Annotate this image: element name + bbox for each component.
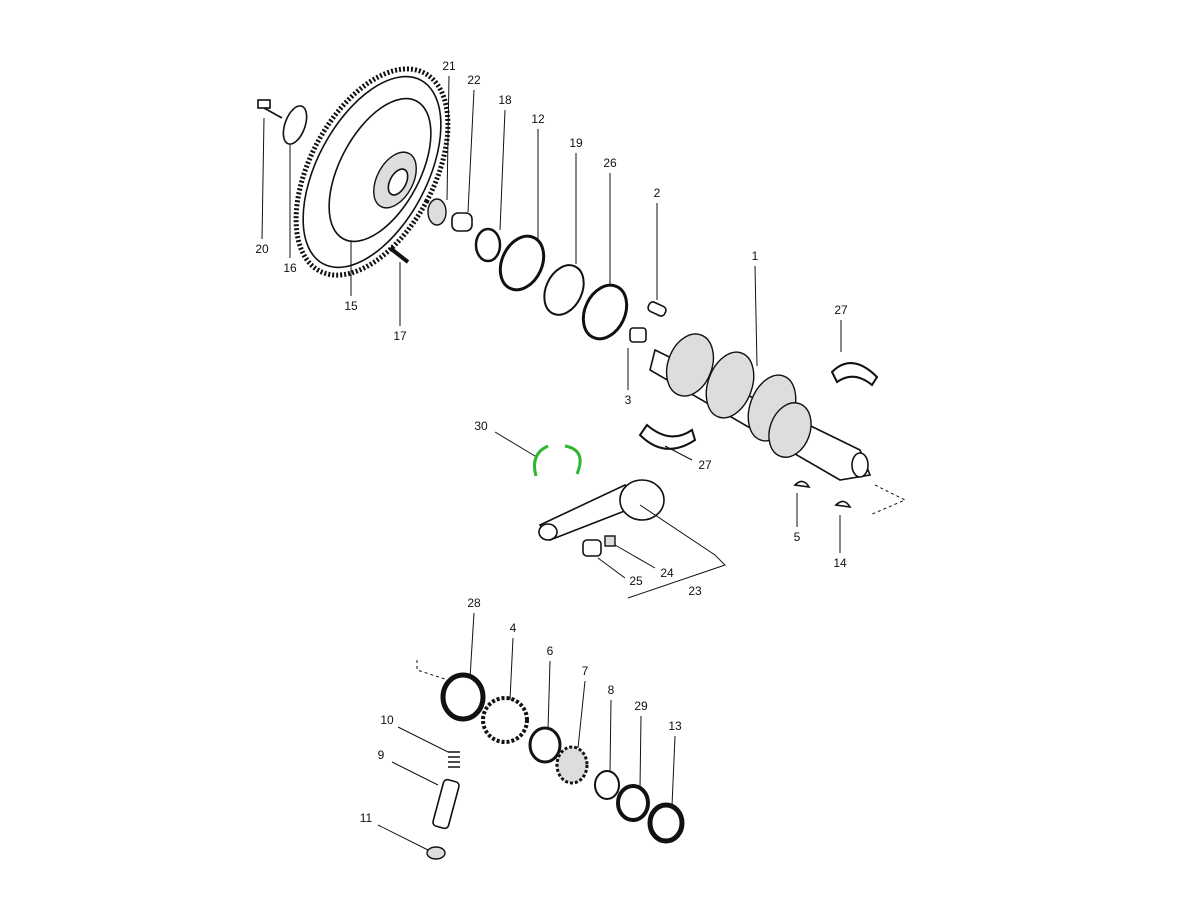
lock-plate-part[interactable] xyxy=(279,103,311,147)
part-label: 25 xyxy=(629,574,643,588)
dowel-part[interactable] xyxy=(647,301,668,318)
woodruff-key-part[interactable] xyxy=(793,480,811,489)
o-ring-part[interactable] xyxy=(474,227,502,263)
needle-bearing-part[interactable] xyxy=(427,198,447,226)
part-label: 19 xyxy=(569,136,583,150)
part-label: 15 xyxy=(344,299,358,313)
flywheel-part[interactable] xyxy=(265,44,480,300)
part-label: 13 xyxy=(668,719,682,733)
part-label: 23 xyxy=(688,584,702,598)
pulley-seal-part[interactable] xyxy=(647,802,685,844)
part-label: 8 xyxy=(607,683,615,697)
spring-part[interactable] xyxy=(448,751,460,768)
part-label: 1 xyxy=(751,249,759,263)
part-label: 12 xyxy=(531,112,545,126)
part-label: 9 xyxy=(377,748,385,762)
bearing-shell-upper-part[interactable] xyxy=(830,362,879,387)
part-label: 29 xyxy=(634,699,648,713)
circlip-part[interactable] xyxy=(594,770,620,800)
spacer-part[interactable] xyxy=(528,726,562,764)
drive-shaft-part[interactable] xyxy=(432,778,460,830)
part-label: 2 xyxy=(653,186,661,200)
part-label: 30 xyxy=(474,419,488,433)
connecting-rod-bearing-part[interactable] xyxy=(533,444,582,477)
part-label: 6 xyxy=(546,644,554,658)
part-label: 20 xyxy=(255,242,269,256)
part-label: 24 xyxy=(660,566,674,580)
oil-thrower-part[interactable] xyxy=(616,784,650,822)
distributor-gear-part[interactable] xyxy=(555,745,589,785)
part-label: 18 xyxy=(498,93,512,107)
part-label: 21 xyxy=(442,59,456,73)
part-label: 27 xyxy=(698,458,712,472)
woodruff-key-2-part[interactable] xyxy=(834,500,852,509)
crankshaft-part[interactable] xyxy=(649,327,872,481)
part-label: 16 xyxy=(283,261,297,275)
part-label: 3 xyxy=(624,393,632,407)
part-label: 26 xyxy=(603,156,617,170)
leader-lines xyxy=(261,75,907,851)
part-label: 4 xyxy=(509,621,517,635)
part-label: 27 xyxy=(834,303,848,317)
part-label: 7 xyxy=(581,664,589,678)
connecting-rod-part[interactable] xyxy=(538,479,665,557)
part-label: 17 xyxy=(393,329,407,343)
part-label: 5 xyxy=(793,530,801,544)
dowel-pin-part[interactable] xyxy=(388,246,410,264)
part-label: 10 xyxy=(380,713,394,727)
part-label: 11 xyxy=(359,811,373,825)
gland-nut-part[interactable] xyxy=(451,212,473,232)
bushing-part[interactable] xyxy=(440,672,486,722)
bearing-shell-lower-part[interactable] xyxy=(638,423,697,450)
gear-part[interactable] xyxy=(481,696,529,744)
bolt-part[interactable] xyxy=(257,99,283,119)
bearing-shell-part[interactable] xyxy=(629,327,647,343)
oil-seal-part[interactable] xyxy=(492,229,552,297)
washer-part[interactable] xyxy=(426,846,446,860)
main-bearing-part[interactable] xyxy=(575,278,635,346)
part-label: 22 xyxy=(467,73,481,87)
part-label: 28 xyxy=(467,596,481,610)
shim-part[interactable] xyxy=(537,259,592,321)
part-label: 14 xyxy=(833,556,847,570)
